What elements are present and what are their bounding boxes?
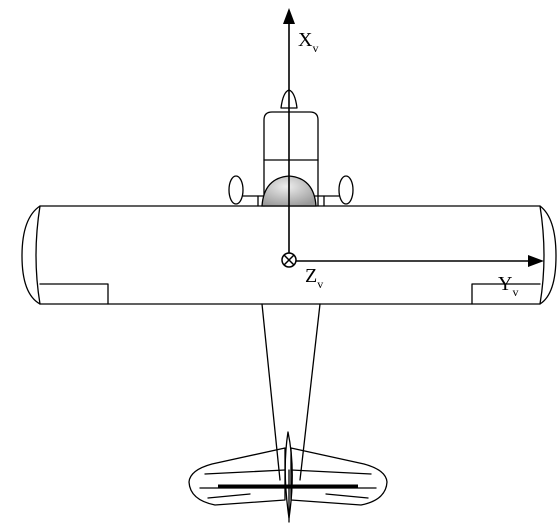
right-aileron	[471, 283, 541, 305]
z-axis-into-page-symbol	[281, 252, 297, 268]
horizontal-stabilizer	[188, 447, 388, 506]
x-axis-label: Xv	[298, 29, 318, 55]
tail-boom	[261, 303, 321, 523]
main-wing	[21, 205, 557, 305]
landing-wheels	[228, 175, 354, 205]
left-aileron	[39, 283, 109, 305]
x-axis	[283, 8, 295, 255]
y-axis	[296, 255, 544, 267]
z-axis-label: Zv	[305, 265, 323, 291]
y-axis-label: Yv	[498, 273, 518, 299]
